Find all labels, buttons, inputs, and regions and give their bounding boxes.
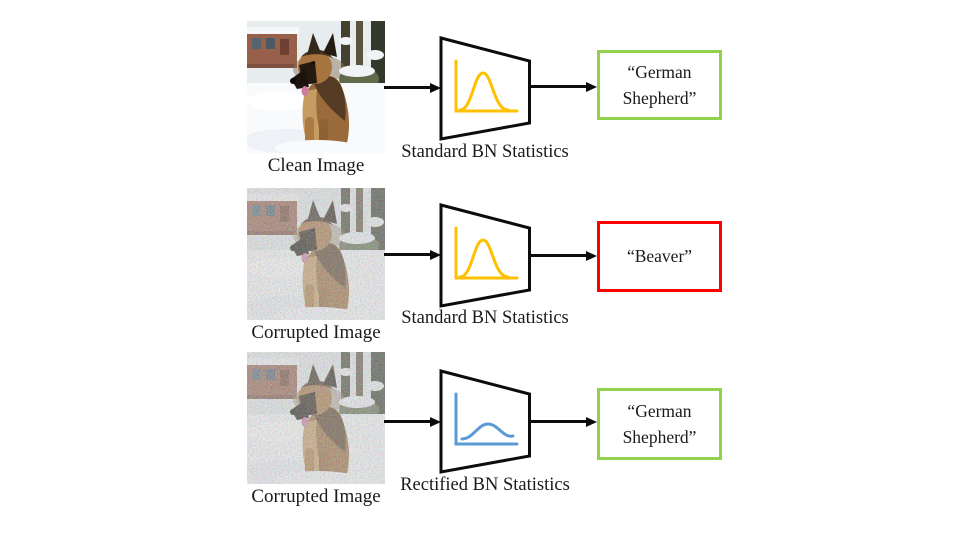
row3-axis-icon xyxy=(454,392,519,446)
row2-prediction-label: “Beaver” xyxy=(626,246,693,267)
row2-axis-icon xyxy=(454,226,519,280)
row1-bn-module-icon xyxy=(439,36,531,141)
row2-prediction-box: “Beaver” xyxy=(597,221,722,292)
row1-clean-dog-photo xyxy=(247,21,385,153)
row2-narrow-gaussian-curve-icon xyxy=(458,238,510,279)
row2-image-caption: Corrupted Image xyxy=(251,322,381,343)
row1-module-label: Standard BN Statistics xyxy=(401,142,569,162)
row1-input-arrow-icon xyxy=(384,86,430,89)
row1-narrow-gaussian-curve-icon xyxy=(458,71,510,112)
row2-bn-module-icon xyxy=(439,203,531,308)
row1-image-caption: Clean Image xyxy=(267,155,365,176)
row3-bn-module-icon xyxy=(439,369,531,474)
row1-prediction-box: “German Shepherd” xyxy=(597,50,722,120)
row3-noise-overlay xyxy=(247,352,385,484)
row3-module-label: Rectified BN Statistics xyxy=(400,475,570,495)
row3-corrupted-dog-photo xyxy=(247,352,385,484)
row3-prediction-label: “German Shepherd” xyxy=(622,400,697,447)
row2-output-arrow-icon xyxy=(531,254,586,257)
row3-image-caption: Corrupted Image xyxy=(251,486,381,507)
row3-output-arrow-icon xyxy=(531,420,586,423)
row1-prediction-label: “German Shepherd” xyxy=(622,61,697,108)
row2-corrupted-dog-photo xyxy=(247,188,385,320)
row1-axis-icon xyxy=(454,59,519,113)
row2-input-arrow-icon xyxy=(384,253,430,256)
row1-output-arrow-icon xyxy=(531,85,586,88)
row2-noise-overlay xyxy=(247,188,385,320)
row2-module-label: Standard BN Statistics xyxy=(401,308,569,328)
row3-wide-gaussian-curve-icon xyxy=(460,422,515,441)
row3-input-arrow-icon xyxy=(384,420,430,423)
row3-prediction-box: “German Shepherd” xyxy=(597,388,722,460)
